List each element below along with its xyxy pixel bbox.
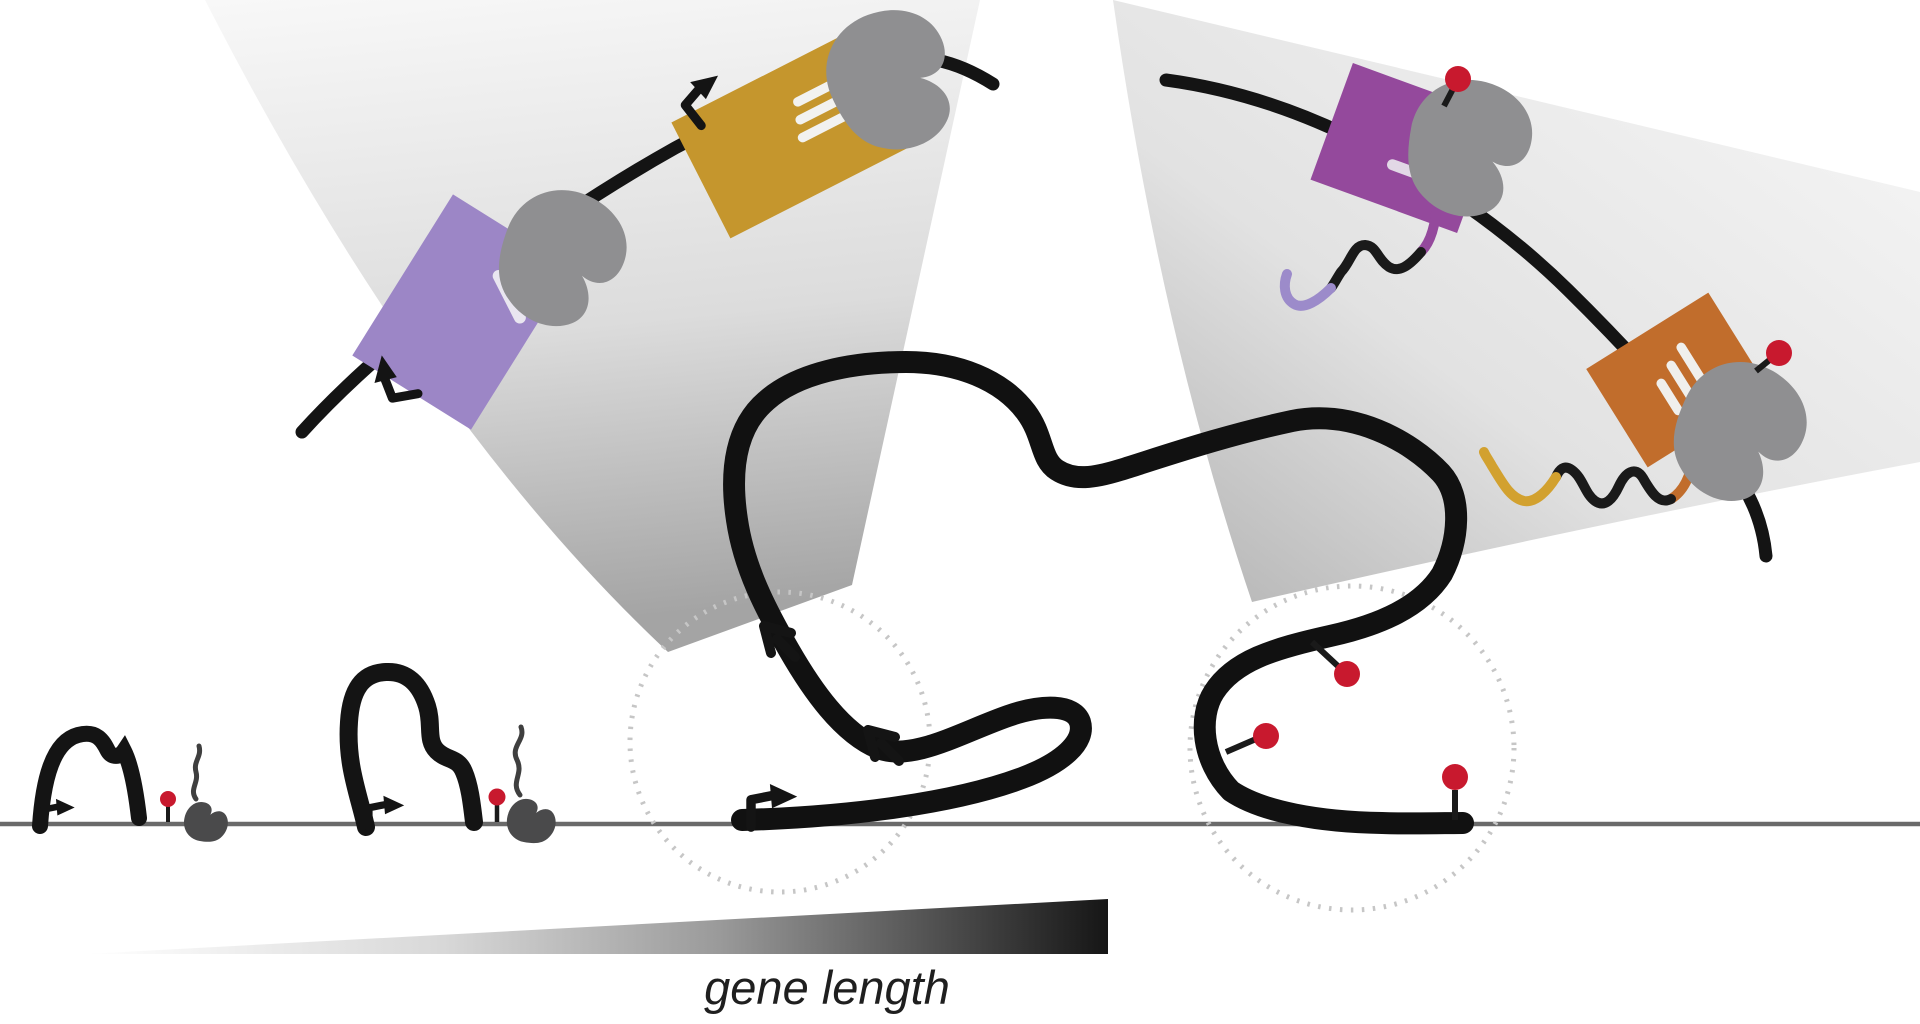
- red-mark: [1442, 764, 1468, 790]
- zoom-circle-right: [1187, 583, 1517, 913]
- nascent-rna-gold-end: [1479, 447, 1561, 507]
- gene-body-long: [723, 351, 1474, 835]
- gene-loop-small-2: [339, 663, 483, 836]
- small-gene-1: [32, 725, 233, 848]
- gene-loop-small-1: [32, 725, 147, 834]
- red-mark: [488, 788, 506, 806]
- red-mark: [1334, 661, 1360, 687]
- rna-polymerase-small-blob: [179, 798, 233, 848]
- rna-polymerase-small-blob: [502, 794, 561, 849]
- gene-length-label: gene length: [704, 961, 950, 1014]
- nascent-rna-small-1: [190, 743, 203, 802]
- red-mark: [1253, 723, 1279, 749]
- small-gene-2: [339, 663, 561, 849]
- nascent-rna-black-1: [1326, 239, 1426, 293]
- nascent-rna-black-2: [1551, 462, 1676, 509]
- red-mark-stem: [1309, 639, 1343, 671]
- gene-length-wedge: [85, 899, 1108, 954]
- red-mark: [160, 791, 176, 807]
- nascent-rna-small-2: [512, 724, 525, 798]
- polymerase-complex-gold: [671, 0, 974, 239]
- polymerase-complex-purple-light: [352, 170, 644, 430]
- red-mark: [1445, 66, 1471, 92]
- red-mark: [1766, 340, 1792, 366]
- nascent-rna-lavender-end: [1279, 269, 1336, 311]
- red-mark-stem: [1224, 736, 1258, 755]
